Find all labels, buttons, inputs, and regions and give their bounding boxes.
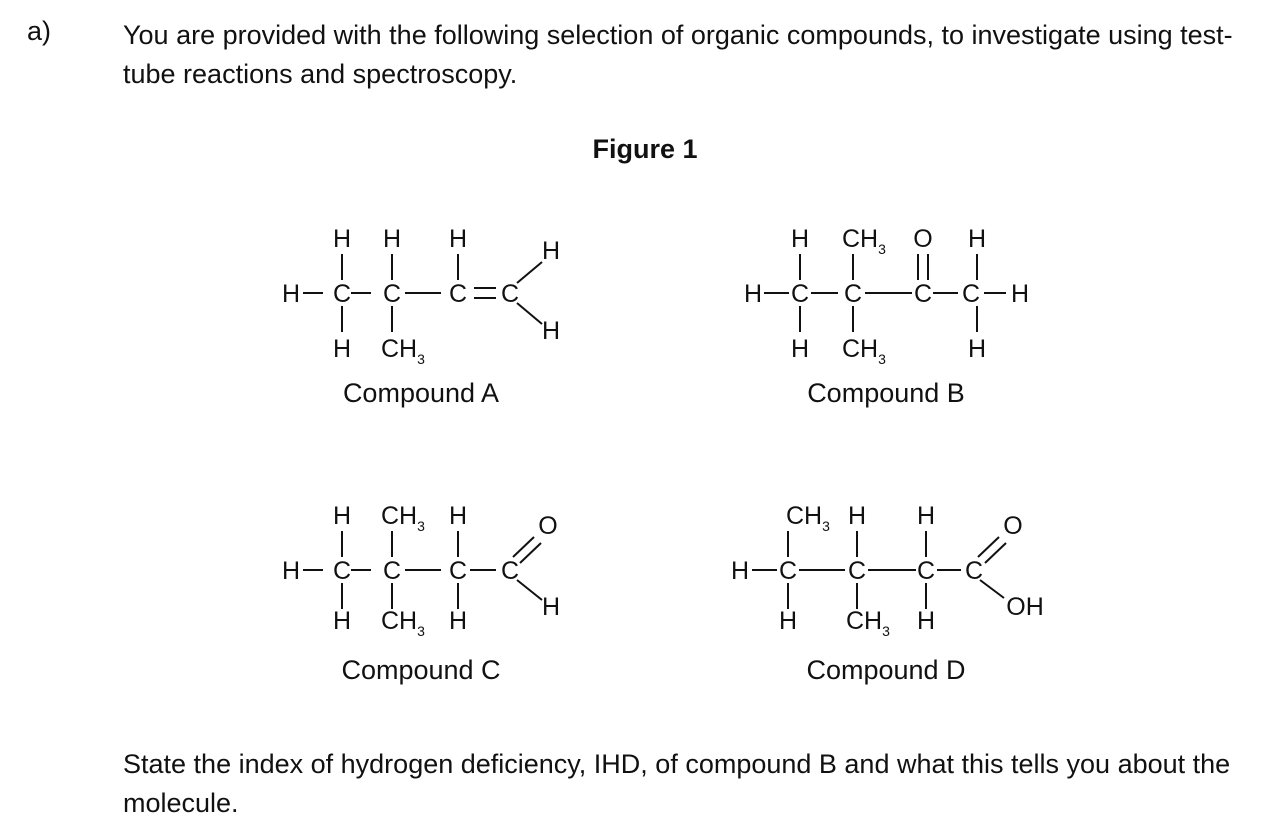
atom-h: H <box>791 335 809 363</box>
compound-b-structure: H C C C C H H CH3 O H H CH3 H Compound B <box>744 225 1029 408</box>
atom-h: H <box>1011 280 1029 308</box>
atom-h: H <box>333 607 351 635</box>
atom-h: H <box>968 225 986 253</box>
atom-h: H <box>449 607 467 635</box>
atom-h: H <box>848 502 866 530</box>
atom-o: O <box>538 512 557 540</box>
question-text: State the index of hydrogen deficiency, … <box>123 749 1231 818</box>
atom-c: C <box>449 557 467 585</box>
methyl-group: CH3 <box>381 502 425 534</box>
atom-h: H <box>383 225 401 253</box>
atom-c: C <box>848 557 866 585</box>
atom-h: H <box>731 557 749 585</box>
figure-title: Figure 1 <box>592 134 698 164</box>
compound-a-caption: Compound A <box>343 378 499 408</box>
atom-c: C <box>965 557 983 585</box>
atom-h: H <box>333 335 351 363</box>
atom-h: H <box>744 280 762 308</box>
compound-a-bonds <box>303 254 543 332</box>
atom-o: O <box>913 225 932 253</box>
compound-b-atoms: H C C C C H H CH3 O H H CH3 H <box>744 225 1029 367</box>
compound-b-bonds <box>764 254 1006 332</box>
atom-h: H <box>968 335 986 363</box>
atom-o: O <box>1003 512 1022 540</box>
atom-c: C <box>383 280 401 308</box>
methyl-group: CH3 <box>381 335 425 367</box>
atom-c: C <box>917 557 935 585</box>
compound-c-structure: H C C C C H CH3 H O H CH3 H H Compound C <box>282 502 560 685</box>
atom-h: H <box>542 237 560 265</box>
compound-d-caption: Compound D <box>806 655 965 685</box>
compound-c-bonds <box>303 531 543 609</box>
compound-c-caption: Compound C <box>341 655 500 685</box>
compound-a-atoms: H C C C C H H H H CH3 H H <box>282 225 560 367</box>
methyl-group: CH3 <box>842 335 886 367</box>
atom-c: C <box>779 557 797 585</box>
atom-h: H <box>449 502 467 530</box>
atom-c: C <box>383 557 401 585</box>
hydroxyl-group: OH <box>1006 593 1044 621</box>
atom-c: C <box>791 280 809 308</box>
atom-h: H <box>917 502 935 530</box>
atom-c: C <box>844 280 862 308</box>
atom-h: H <box>449 225 467 253</box>
atom-c: C <box>333 280 351 308</box>
methyl-group: CH3 <box>381 607 425 639</box>
atom-c: C <box>449 280 467 308</box>
atom-c: C <box>501 557 519 585</box>
atom-h: H <box>542 593 560 621</box>
atom-h: H <box>791 225 809 253</box>
methyl-group: CH3 <box>786 502 830 534</box>
atom-c: C <box>501 280 519 308</box>
methyl-group: CH3 <box>842 225 886 257</box>
compound-d-structure: H C C C C CH3 H H O H CH3 H OH Compound … <box>731 502 1044 685</box>
question-label: a) <box>27 16 52 46</box>
compound-a-structure: H C C C C H H H H CH3 H H Compound A <box>282 225 560 408</box>
compound-d-atoms: H C C C C CH3 H H O H CH3 H OH <box>731 502 1044 639</box>
atom-h: H <box>779 607 797 635</box>
compound-b-caption: Compound B <box>807 378 965 408</box>
atom-c: C <box>962 280 980 308</box>
atom-c: C <box>333 557 351 585</box>
atom-h: H <box>542 317 560 345</box>
atom-c: C <box>914 280 932 308</box>
methyl-group: CH3 <box>846 607 890 639</box>
compound-c-atoms: H C C C C H CH3 H O H CH3 H H <box>282 502 560 639</box>
atom-h: H <box>333 502 351 530</box>
atom-h: H <box>917 607 935 635</box>
atom-h: H <box>282 557 300 585</box>
atom-h: H <box>282 280 300 308</box>
atom-h: H <box>333 225 351 253</box>
question-intro: You are provided with the following sele… <box>123 20 1233 89</box>
compound-d-bonds <box>752 531 1007 609</box>
